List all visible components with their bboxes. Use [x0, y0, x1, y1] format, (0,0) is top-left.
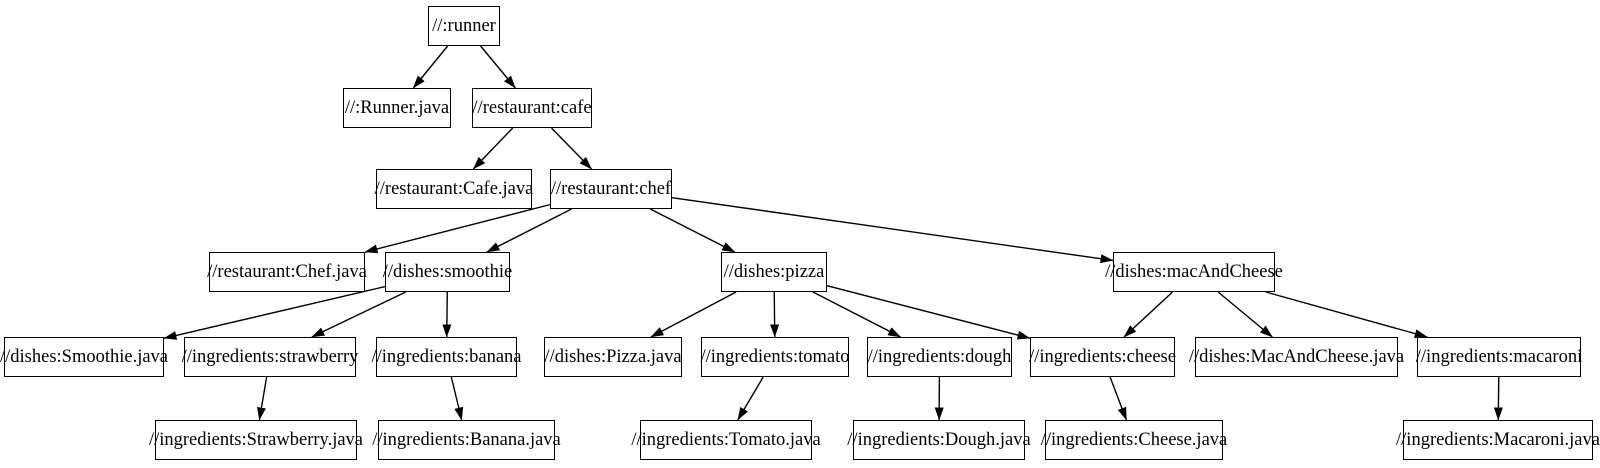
edge-mac-and-cheese-to-macaroni — [1265, 291, 1428, 338]
node-chef-java: //restaurant:Chef.java — [207, 252, 367, 292]
node-cafe: //restaurant:cafe — [472, 88, 592, 128]
edge-cheese-to-cheese-java — [1109, 376, 1128, 421]
node-mac-and-cheese-java: //dishes:MacAndCheese.java — [1189, 337, 1404, 377]
node-tomato-java: //ingredients:Tomato.java — [631, 420, 821, 460]
node-cheese-java: //ingredients:Cheese.java — [1041, 420, 1227, 460]
node-macaroni: //ingredients:macaroni — [1416, 337, 1582, 377]
edge-smoothie-to-strawberry — [311, 291, 407, 338]
edge-chef-to-pizza — [649, 208, 736, 253]
node-cafe-java: //restaurant:Cafe.java — [375, 169, 533, 209]
node-banana-java: //ingredients:Banana.java — [372, 420, 561, 460]
edge-mac-and-cheese-to-cheese — [1123, 291, 1173, 338]
node-runner: //:runner — [428, 6, 500, 46]
node-strawberry: //ingredients:strawberry — [182, 337, 358, 377]
edge-pizza-to-dough — [812, 291, 902, 338]
edge-strawberry-to-strawberry-java — [257, 376, 268, 421]
node-macaroni-java: //ingredients:Macaroni.java — [1396, 420, 1600, 460]
edge-runner-to-cafe — [480, 45, 516, 89]
edge-pizza-to-tomato — [770, 291, 780, 338]
edge-macaroni-to-macaroni-java — [1493, 376, 1503, 421]
node-dough-java: //ingredients:Dough.java — [847, 420, 1031, 460]
edge-pizza-to-pizza-java — [650, 291, 737, 338]
node-mac-and-cheese: //dishes:macAndCheese — [1105, 252, 1283, 292]
node-strawberry-java: //ingredients:Strawberry.java — [149, 420, 363, 460]
edge-smoothie-to-smoothie-java — [163, 285, 386, 340]
node-runner-java: //:Runner.java — [343, 88, 451, 128]
node-smoothie: //dishes:smoothie — [383, 252, 512, 292]
edge-chef-to-mac-and-cheese — [671, 196, 1114, 264]
node-pizza: //dishes:pizza — [721, 252, 827, 292]
edge-chef-to-smoothie — [486, 208, 572, 253]
edge-mac-and-cheese-to-mac-and-cheese-java — [1217, 291, 1273, 338]
node-tomato: //ingredients:tomato — [701, 337, 850, 377]
edge-pizza-to-cheese — [826, 285, 1031, 340]
edge-cafe-to-cafe-java — [472, 127, 514, 170]
node-cheese: //ingredients:cheese — [1029, 337, 1176, 377]
node-chef: //restaurant:chef — [550, 169, 672, 209]
node-pizza-java: //dishes:Pizza.java — [544, 337, 682, 377]
edge-tomato-to-tomato-java — [737, 376, 764, 421]
edge-runner-to-runner-java — [412, 45, 449, 89]
node-dough: //ingredients:dough — [867, 337, 1012, 377]
edge-cafe-to-chef — [551, 127, 592, 170]
edge-banana-to-banana-java — [450, 376, 464, 421]
node-smoothie-java: //dishes:Smoothie.java — [0, 337, 168, 377]
edge-chef-to-chef-java — [364, 203, 551, 254]
edge-smoothie-to-banana — [442, 291, 452, 338]
node-banana: //ingredients:banana — [372, 337, 522, 377]
